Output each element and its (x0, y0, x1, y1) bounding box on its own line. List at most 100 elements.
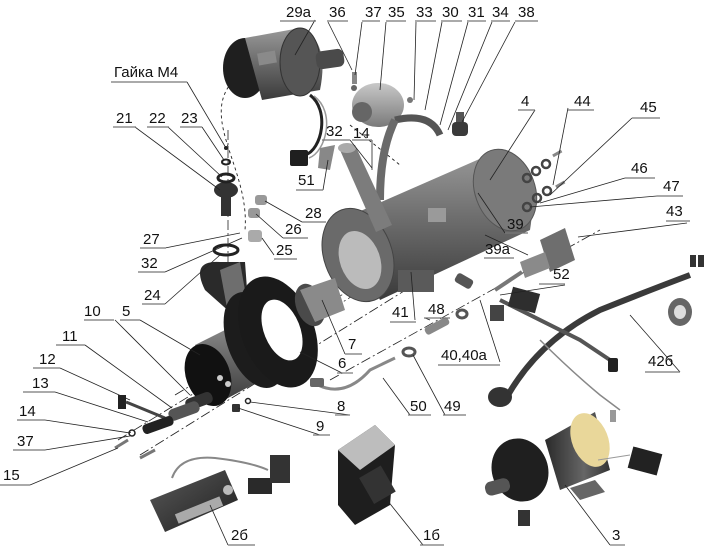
part-11-plate (168, 401, 200, 421)
callout-42b: 42б (645, 353, 680, 373)
label-46: 46 (631, 160, 648, 177)
callout-22: 22 (147, 110, 169, 128)
callout-24: 24 (142, 287, 165, 305)
callout-35: 35 (386, 4, 406, 22)
part-12-glow-plug (118, 395, 166, 420)
callout-3: 3 (610, 527, 625, 546)
label-26: 26 (285, 221, 302, 238)
label-48: 48 (428, 301, 445, 318)
label-3: 3 (612, 527, 620, 544)
callout-49: 49 (443, 398, 466, 416)
part-44-47-washers (521, 149, 566, 213)
callout-45: 45 (632, 99, 660, 119)
label-1b: 1б (423, 527, 440, 544)
callout-37-top: 37 (362, 4, 382, 22)
label-32-left: 32 (141, 255, 158, 272)
part-30-clamp (376, 97, 444, 201)
label-45: 45 (640, 99, 657, 116)
part-50-fuel-line (310, 356, 396, 391)
callout-7: 7 (345, 336, 362, 355)
part-48-sleeve (424, 317, 450, 335)
label-8: 8 (337, 398, 345, 415)
callout-50: 50 (408, 398, 431, 416)
part-13-plate (142, 415, 174, 435)
label-42b: 42б (648, 353, 673, 370)
callout-23: 23 (180, 110, 202, 128)
label-14-top: 14 (353, 125, 370, 142)
part-51-connector (318, 145, 335, 170)
callout-27: 27 (140, 231, 166, 249)
label-43: 43 (666, 203, 683, 220)
label-21: 21 (116, 110, 133, 127)
part-15-screw (114, 438, 156, 460)
label-29a: 29а (286, 4, 312, 21)
callout-11: 11 (56, 328, 85, 346)
label-35: 35 (388, 4, 405, 21)
label-47: 47 (663, 178, 680, 195)
callout-29a: 29а (280, 4, 316, 22)
label-24: 24 (144, 287, 161, 304)
part-37-screw-top (351, 72, 357, 91)
callout-4: 4 (518, 93, 535, 111)
callout-30: 30 (441, 4, 462, 22)
label-6: 6 (338, 355, 346, 372)
callout-47: 47 (657, 178, 683, 197)
label-12: 12 (39, 351, 56, 368)
label-37-left: 37 (17, 433, 34, 450)
label-13: 13 (32, 375, 49, 392)
label-39a: 39а (485, 241, 511, 258)
part-22-washer (216, 172, 236, 184)
callout-9: 9 (313, 418, 330, 436)
callout-48: 48 (424, 301, 450, 319)
label-30: 30 (442, 4, 459, 21)
part-2b-control-panel (150, 455, 290, 532)
part-9-screw (232, 404, 240, 412)
callout-36: 36 (327, 4, 348, 22)
callout-39a: 39а (484, 241, 514, 259)
callout-14-top: 14 (352, 125, 372, 142)
label-37-top: 37 (365, 4, 382, 21)
label-44: 44 (574, 93, 591, 110)
callout-2b: 2б (228, 527, 255, 546)
label-11: 11 (62, 328, 78, 345)
callout-6: 6 (337, 355, 353, 374)
label-32-top: 32 (326, 123, 343, 140)
label-49: 49 (444, 398, 461, 415)
callout-21: 21 (113, 110, 136, 128)
callout-15: 15 (0, 467, 30, 486)
label-7: 7 (348, 336, 356, 353)
label-50: 50 (410, 398, 427, 415)
part-32-ring (212, 243, 240, 257)
label-38: 38 (518, 4, 535, 21)
part-exhaust-pipe (338, 143, 392, 232)
part-35-cover (352, 83, 404, 127)
part-8-washer (244, 397, 252, 405)
label-22: 22 (149, 110, 166, 127)
callout-39: 39 (505, 216, 528, 234)
part-29a-blower-motor (223, 27, 345, 166)
part-49-clip (401, 346, 417, 358)
label-2b: 2б (231, 527, 248, 544)
label-34: 34 (492, 4, 509, 21)
callout-28: 28 (302, 205, 326, 223)
callout-32-top: 32 (322, 123, 350, 141)
part-23-washer (221, 146, 231, 166)
label-41: 41 (392, 304, 409, 321)
callout-43: 43 (666, 203, 690, 222)
label-51: 51 (298, 172, 315, 189)
callout-31: 31 (467, 4, 486, 22)
callout-26: 26 (283, 221, 308, 239)
callout-34: 34 (491, 4, 510, 22)
part-28-sleeve (255, 195, 267, 205)
callout-44: 44 (568, 93, 594, 111)
leader-lines (29, 19, 688, 546)
callout-nut-m4: Гайка М4 (111, 64, 187, 83)
part-42b-wiring-harness (488, 255, 704, 422)
label-39: 39 (507, 216, 524, 233)
label-10: 10 (84, 303, 101, 320)
part-38-temperature-sensor (452, 112, 468, 136)
part-3-circulation-pump (484, 412, 663, 526)
part-43-overheat-sensor (493, 228, 575, 292)
callout-33: 33 (415, 4, 436, 22)
